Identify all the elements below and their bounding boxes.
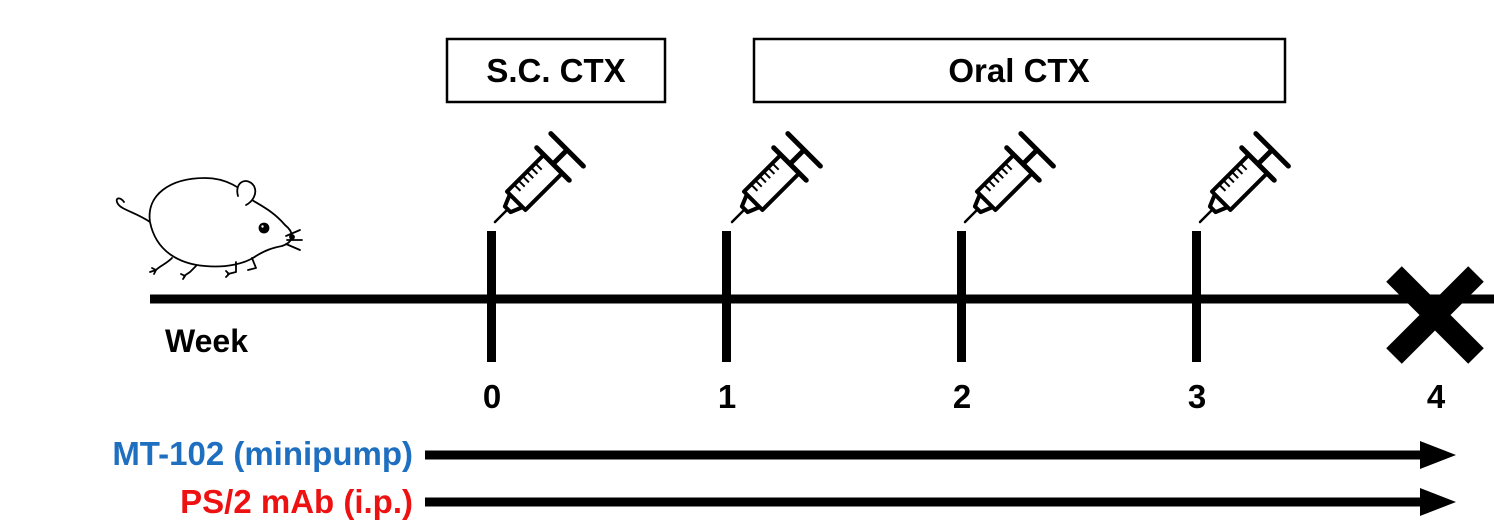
syringe-icon: [949, 134, 1054, 239]
week-tick: [957, 231, 966, 362]
syringe-icon: [716, 134, 821, 239]
week-number: 1: [718, 378, 736, 415]
week-number: 2: [953, 378, 971, 415]
syringe-icon: [1184, 134, 1289, 239]
week-label: Week: [165, 323, 248, 359]
x-mark-icon: [1386, 266, 1484, 364]
arrowhead-icon: [1420, 488, 1456, 516]
week-number: 4: [1427, 378, 1446, 415]
treatment-mt102: MT-102 (minipump): [112, 435, 1456, 472]
treatment-label: MT-102 (minipump): [112, 435, 413, 472]
arrowhead-icon: [1420, 441, 1456, 469]
oral-ctx-box: Oral CTX: [752, 37, 1287, 104]
treatment-label: PS/2 mAb (i.p.): [180, 483, 413, 520]
syringe-icon: [479, 134, 584, 239]
week-tick: [722, 231, 731, 362]
week-ticks: [487, 231, 1201, 362]
treatment-ps2: PS/2 mAb (i.p.): [180, 483, 1456, 520]
week-numbers: 0 1 2 3 4: [483, 378, 1446, 415]
sc-ctx-box: S.C. CTX: [445, 37, 667, 104]
week-number: 0: [483, 378, 501, 415]
week-tick: [1192, 231, 1201, 362]
oral-ctx-label: Oral CTX: [948, 52, 1089, 89]
week-number: 3: [1188, 378, 1206, 415]
sc-ctx-label: S.C. CTX: [486, 52, 625, 89]
week-tick: [487, 231, 496, 362]
mouse-icon: [115, 177, 303, 280]
